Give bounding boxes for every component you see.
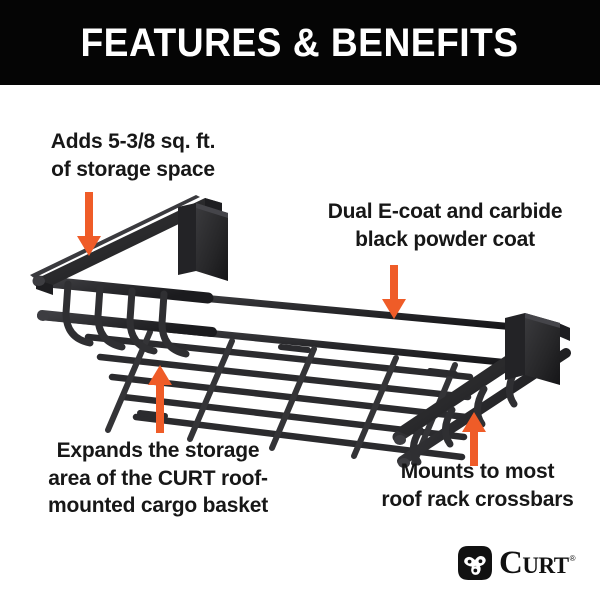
product-illustration (0, 85, 600, 515)
page-title: FEATURES & BENEFITS (80, 20, 520, 65)
header-bar: FEATURES & BENEFITS (0, 0, 600, 85)
callout-text-adds-storage: Adds 5-3/8 sq. ft. of storage space (50, 130, 216, 181)
curt-pinwheel-icon (458, 546, 492, 580)
callout-arrow-mounts-crossbars (459, 410, 489, 468)
left-upper-rail-bar (30, 195, 200, 278)
right-mounting-plate (525, 313, 560, 385)
registered-trademark: ® (569, 553, 576, 563)
left-end-cap (33, 276, 49, 321)
right-plate-fin (505, 313, 525, 380)
left-plate-fin (178, 203, 196, 275)
cargo-basket-extension-drawing (30, 195, 571, 468)
callout-arrow-dual-e-coat (379, 265, 409, 321)
curt-logo: Curt® (458, 543, 588, 583)
callout-text-mounts-crossbars: Mounts to most roof rack crossbars (381, 460, 574, 511)
curt-wordmark-text: Curt (499, 544, 569, 581)
curt-wordmark: Curt® (499, 544, 576, 581)
callout-arrow-adds-storage (74, 192, 104, 258)
right-end-cap (394, 435, 410, 468)
callout-text-expands-storage: Expands the storage area of the CURT roo… (47, 439, 269, 518)
callout-text-dual-e-coat: Dual E-coat and carbide black powder coa… (327, 200, 563, 251)
left-mounting-plate (196, 203, 228, 281)
callout-arrow-expands-storage (145, 363, 175, 435)
left-side-rail (32, 275, 217, 358)
